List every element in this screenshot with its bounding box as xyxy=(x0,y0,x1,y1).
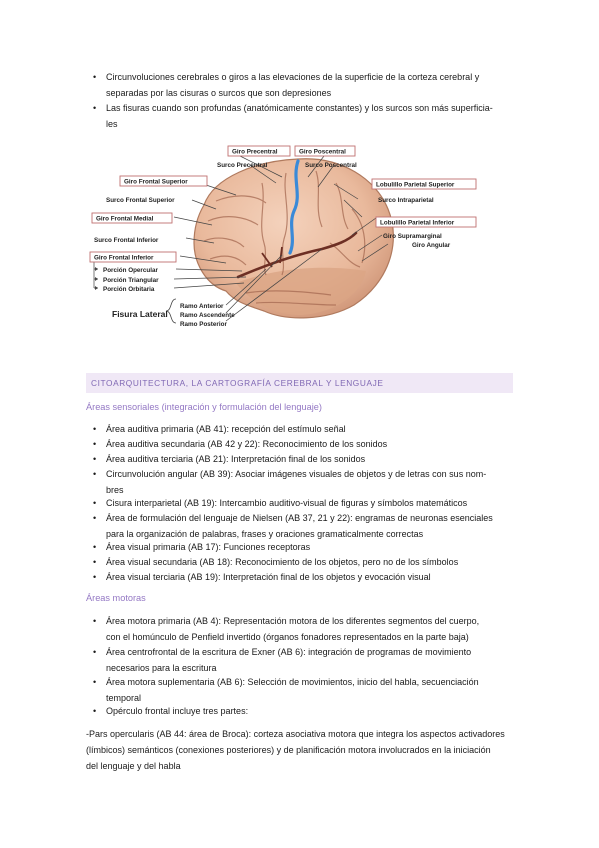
bullet-line: para la organización de palabras, frases… xyxy=(106,528,424,539)
bullet-line: Área de formulación del lenguaje de Niel… xyxy=(106,513,493,523)
sensory-bullet-9: Área visual terciaria (AB 19): Interpret… xyxy=(93,570,431,586)
sensory-bullet-1: Área auditiva primaria (AB 41): recepció… xyxy=(93,422,346,438)
motor-bullet-3: Área motora suplementaria (AB 6): Selecc… xyxy=(93,675,479,706)
bullet-line: necesarios para la escritura xyxy=(106,662,217,673)
motor-bullet-4: Opérculo frontal incluye tres partes: xyxy=(93,704,249,720)
label-giro-frontal-superior: Giro Frontal Superior xyxy=(124,179,188,186)
section-header-bar: CITOARQUITECTURA, LA CARTOGRAFÍA CEREBRA… xyxy=(86,373,513,393)
label-surco-precentral: Surco Precentral xyxy=(217,162,268,169)
bullet-line: Área visual primaria (AB 17): Funciones … xyxy=(106,542,311,552)
label-lobulillo-parietal-inferior: Lobulillo Parietal Inferior xyxy=(380,220,455,227)
intro-bullet-1: Circunvoluciones cerebrales o giros a la… xyxy=(93,70,480,101)
label-giro-poscentral: Giro Poscentral xyxy=(299,149,346,156)
motor-bullet-2: Área centrofrontal de la escritura de Ex… xyxy=(93,645,472,676)
paragraph-line: (límbicos) semánticos (conexiones poster… xyxy=(86,745,491,755)
pars-opercularis-paragraph: -Pars opercularis (AB 44: área de Broca)… xyxy=(86,726,518,774)
sensory-bullet-3: Área auditiva terciaria (AB 21): Interpr… xyxy=(93,452,366,468)
section-title: CITOARQUITECTURA, LA CARTOGRAFÍA CEREBRA… xyxy=(91,378,384,388)
brain-figure: Giro Precentral Giro Poscentral Surco Pr… xyxy=(86,143,516,335)
bullet-line: Cisura interparietal (AB 19): Intercambi… xyxy=(106,498,468,508)
paragraph-line: -Pars opercularis (AB 44: área de Broca)… xyxy=(86,729,505,739)
label-giro-angular: Giro Angular xyxy=(412,242,451,249)
bullet-line: les xyxy=(106,118,118,129)
label-porcion-triangular: Porción Triangular xyxy=(103,277,159,284)
label-surco-poscentral: Surco Poscentral xyxy=(305,162,357,169)
bullet-line: bres xyxy=(106,484,124,495)
label-giro-frontal-inferior: Giro Frontal Inferior xyxy=(94,255,154,262)
paragraph-line: del lenguaje y del habla xyxy=(86,761,181,771)
brain-diagram: Giro Precentral Giro Poscentral Surco Pr… xyxy=(89,145,477,328)
bullet-line: Las fisuras cuando son profundas (anatóm… xyxy=(106,103,493,113)
intro-bullet-2: Las fisuras cuando son profundas (anatóm… xyxy=(93,101,493,132)
label-giro-precentral: Giro Precentral xyxy=(232,149,278,156)
sensory-areas-heading: Áreas sensoriales (integración y formula… xyxy=(86,402,322,412)
bullet-line: Área auditiva primaria (AB 41): recepció… xyxy=(106,424,346,434)
bullet-line: temporal xyxy=(106,692,142,703)
label-ramo-posterior: Ramo Posterior xyxy=(180,321,227,328)
central-sulcus xyxy=(288,159,300,255)
bullet-line: Área motora suplementaria (AB 6): Selecc… xyxy=(106,677,479,687)
bullet-line: con el homúnculo de Penfield invertido (… xyxy=(106,631,469,642)
label-surco-frontal-superior: Surco Frontal Superior xyxy=(106,197,175,204)
label-ramo-ascendente: Ramo Ascendente xyxy=(180,312,235,319)
label-porcion-opercular: Porción Opercular xyxy=(103,267,158,274)
motor-areas-heading: Áreas motoras xyxy=(86,593,146,603)
bullet-line: Área visual terciaria (AB 19): Interpret… xyxy=(106,572,431,582)
sensory-bullet-4: Circunvolución angular (AB 39): Asociar … xyxy=(93,467,487,498)
bullet-line: separadas por las cisuras o surcos que s… xyxy=(106,87,332,98)
bullet-line: Área centrofrontal de la escritura de Ex… xyxy=(106,647,472,657)
bullet-line: Área auditiva terciaria (AB 21): Interpr… xyxy=(106,454,366,464)
sensory-bullet-8: Área visual secundaria (AB 18): Reconoci… xyxy=(93,555,459,571)
bullet-line: Opérculo frontal incluye tres partes: xyxy=(106,706,249,716)
motor-bullet-1: Área motora primaria (AB 4): Representac… xyxy=(93,614,480,645)
label-giro-frontal-medial: Giro Frontal Medial xyxy=(96,216,154,223)
sensory-bullet-2: Área auditiva secundaria (AB 42 y 22): R… xyxy=(93,437,388,453)
sensory-bullet-6: Área de formulación del lenguaje de Niel… xyxy=(93,511,493,542)
label-surco-frontal-inferior: Surco Frontal Inferior xyxy=(94,237,159,244)
bullet-line: Circunvolución angular (AB 39): Asociar … xyxy=(106,469,487,479)
sensory-bullet-5: Cisura interparietal (AB 19): Intercambi… xyxy=(93,496,468,512)
label-ramo-anterior: Ramo Anterior xyxy=(180,303,224,310)
sensory-bullet-7: Área visual primaria (AB 17): Funciones … xyxy=(93,540,311,556)
bullet-line: Circunvoluciones cerebrales o giros a la… xyxy=(106,72,480,82)
label-giro-supramarginal: Giro Supramarginal xyxy=(383,233,442,240)
bullet-line: Área motora primaria (AB 4): Representac… xyxy=(106,616,480,626)
bullet-line: Área auditiva secundaria (AB 42 y 22): R… xyxy=(106,439,388,449)
label-lobulillo-parietal-superior: Lobulillo Parietal Superior xyxy=(376,182,455,189)
bullet-line: Área visual secundaria (AB 18): Reconoci… xyxy=(106,557,459,567)
label-surco-intraparietal: Surco Intraparietal xyxy=(378,197,434,204)
label-porcion-orbitaria: Porción Orbitaria xyxy=(103,286,155,293)
label-fisura-lateral: Fisura Lateral xyxy=(112,309,168,319)
